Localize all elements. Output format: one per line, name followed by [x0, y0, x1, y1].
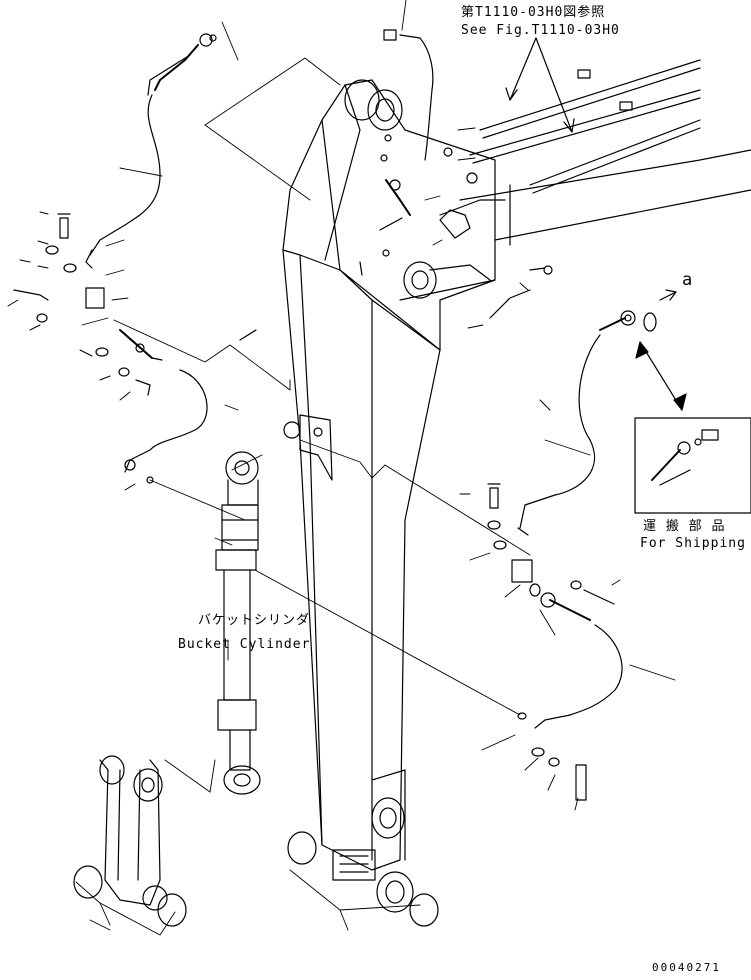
reference-arrows	[505, 37, 575, 133]
boom-body	[403, 149, 751, 299]
bucket-cylinder-label-en: Bucket Cylinder	[178, 637, 311, 652]
shipping-label-en: For Shipping	[640, 536, 746, 551]
reference-label-jp: 第T1110-03H0図参照	[461, 5, 606, 20]
shipping-arrow	[635, 341, 687, 411]
arm-body	[282, 79, 496, 871]
document-number: 00040271	[652, 961, 721, 974]
o-ring-circles	[73, 831, 439, 927]
boom-pipes	[469, 59, 701, 194]
left-hose	[85, 33, 217, 473]
shipping-inset-box	[634, 417, 751, 514]
bucket-link	[99, 755, 168, 911]
shipping-label-jp: 運 搬 部 品	[643, 519, 726, 534]
reference-label-en: See Fig.T1110-03H0	[461, 23, 620, 38]
bucket-cylinder	[215, 451, 261, 795]
arm-side-plate	[283, 414, 333, 481]
arm-top-boss	[344, 79, 403, 131]
top-fittings	[239, 29, 553, 341]
left-fasteners	[13, 213, 151, 396]
item-tick-marks	[7, 211, 551, 495]
bucket-cylinder-label-jp: バケットシリンダ	[198, 613, 311, 628]
callout-a-label: a	[682, 270, 694, 290]
right-hose	[517, 310, 657, 729]
callout-a-arrow	[659, 289, 677, 301]
leader-lines	[19, 0, 676, 936]
arm-bottom-boss	[332, 797, 414, 913]
right-fasteners	[146, 476, 615, 801]
